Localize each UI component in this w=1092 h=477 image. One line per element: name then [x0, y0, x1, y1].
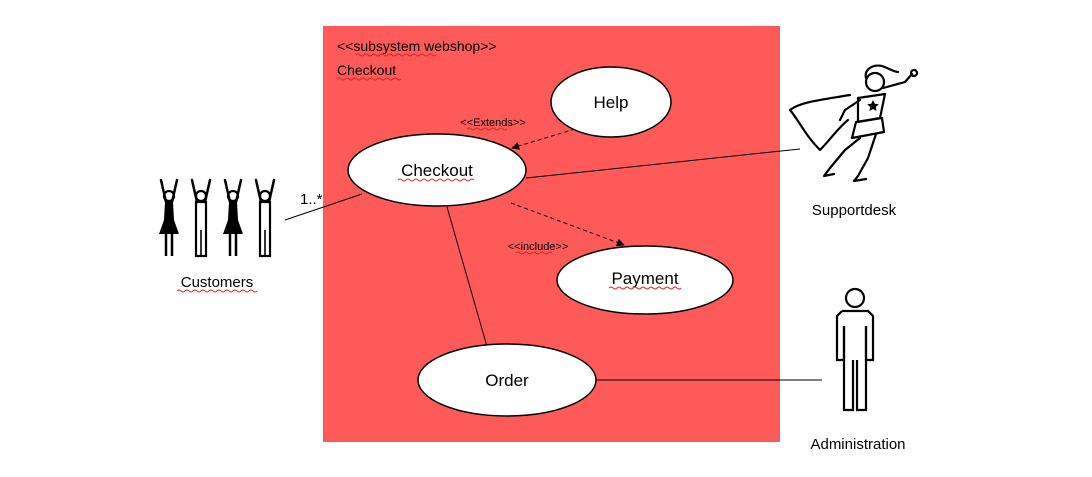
extends-arrow: [511, 128, 576, 150]
association-customers-checkout: [284, 193, 363, 221]
spellcheck-underline: [355, 53, 437, 57]
actor-administration-label: Administration: [810, 436, 905, 453]
usecase-order-label: Order: [485, 371, 529, 390]
stick-person-icon: [835, 287, 875, 412]
subsystem-stereotype: <<subsystem webshop>>: [337, 38, 497, 54]
usecase-help[interactable]: Help: [550, 66, 672, 138]
spellcheck-underline: [515, 251, 553, 255]
multiplicity-label: 1..*: [300, 191, 323, 208]
subsystem-name: Checkout: [337, 62, 396, 78]
include-label: <<include>>: [508, 241, 569, 253]
extends-label: <<Extends>>: [460, 117, 525, 129]
spellcheck-underline: [336, 77, 402, 81]
spellcheck-underline: [608, 286, 682, 290]
spellcheck-underline: [466, 127, 508, 131]
usecase-checkout[interactable]: Checkout: [347, 133, 527, 207]
actor-supportdesk-label: Supportdesk: [812, 202, 897, 219]
superhero-icon: [788, 64, 919, 183]
include-arrow: [510, 202, 625, 247]
usecase-order[interactable]: Order: [417, 343, 597, 417]
usecase-payment-label: Payment: [611, 269, 678, 288]
association-checkout-order: [446, 206, 489, 351]
usecase-payment[interactable]: Payment: [556, 245, 734, 315]
actor-customers-label: Customers: [181, 274, 254, 291]
usecase-checkout-label: Checkout: [401, 161, 473, 180]
group-of-people-icon: [157, 178, 276, 258]
association-checkout-supportdesk: [525, 148, 801, 179]
spellcheck-underline: [176, 289, 258, 293]
spellcheck-underline: [397, 178, 475, 182]
usecase-help-label: Help: [594, 93, 629, 112]
